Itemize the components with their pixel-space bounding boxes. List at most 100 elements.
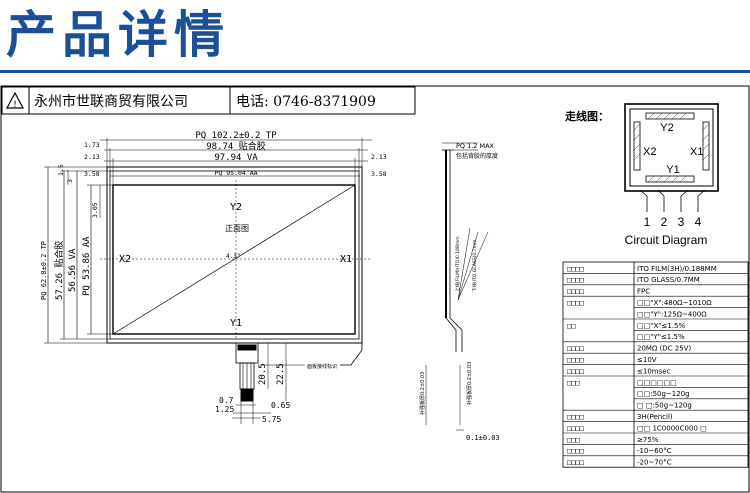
offset-left-3: 3.58 (84, 170, 100, 178)
tail-dim-22-5: 22.5 (276, 363, 286, 385)
diagonal-line (112, 184, 356, 335)
page-title: 产品详情 (6, 6, 230, 64)
spec-value: -10~60°C (637, 447, 672, 455)
tp-outline (106, 166, 363, 344)
spec-row: □□□□ ≤10msec (567, 367, 671, 375)
spec-row: □□"Y"≤1.5% (637, 333, 685, 341)
dim-glue-width: 98.74 贴合胶 (206, 140, 266, 152)
dim-tp-width: PQ 102.2±0.2 TP (195, 131, 277, 141)
spec-value: ≤10V (637, 356, 657, 364)
spec-row: □□□□ ITO GLASS/0.7MM (567, 276, 700, 284)
spec-value: □□ 1C0000C000 □ (637, 424, 707, 432)
side-pq-note: 包括背胶的厚度 (456, 152, 498, 160)
side-pq-max: PQ 1.2 MAX (456, 142, 495, 150)
circuit-outer-frame (624, 103, 719, 192)
spec-value: □□"Y":125Ω~400Ω (637, 310, 707, 318)
spec-value: 20MΩ (DC 25V) (637, 345, 691, 353)
spec-label: □□□□ (567, 447, 584, 455)
spec-row: □□□□ FPC (567, 288, 650, 296)
tail-dim-20-5: 20.5 (258, 363, 268, 385)
spec-row: □□"Y":125Ω~400Ω (637, 310, 707, 318)
spec-row: □□□□ ITO FILM(3H)/0.188MM (567, 265, 717, 273)
title-underline (0, 70, 750, 73)
aa-outline (112, 184, 356, 335)
spec-label: □□□ (567, 436, 580, 444)
front-view-label: 正面图 (225, 224, 249, 233)
dim-va-width: 97.94 VA (214, 153, 258, 163)
spec-row: □□□□-20~70°C (567, 459, 672, 467)
axis-y1-label: Y1 (230, 318, 242, 329)
spec-row: □□□□"X"≤1.5% (567, 322, 685, 330)
va-outline (109, 170, 360, 340)
circuit-title: 走线图： (564, 109, 609, 123)
spec-row: □□□□ 20MΩ (DC 25V) (567, 345, 691, 353)
spec-value: ITO GLASS/0.7MM (637, 276, 700, 284)
spec-label: □□□ (567, 379, 580, 387)
side-tail-thick-right: 补强板厚0.2±0.03 (466, 362, 473, 405)
fpc-pins (240, 388, 254, 402)
pin-4: 4 (695, 215, 702, 229)
spec-label: □□□□ (567, 299, 584, 307)
spec-value: □□"X"≤1.5% (637, 322, 685, 330)
circuit-diagram: 走线图： Y2 Y1 X2 X1 1 2 3 4 (564, 103, 719, 247)
spec-value: □□:50g~120g (637, 390, 690, 398)
svg-text:!: ! (13, 100, 17, 110)
spec-label: □□□□ (567, 367, 584, 375)
spec-row: □□□□ □□"X":480Ω~1010Ω (567, 299, 712, 307)
spec-value: ITO FILM(3H)/0.188MM (637, 265, 717, 273)
tail-note: 面板接线标识 (307, 363, 337, 370)
spec-row: □□□□ -10~60°C (567, 447, 672, 455)
spec-value: ≤10msec (637, 367, 671, 375)
side-view (425, 142, 489, 431)
spec-row: □□□□□□□□□ (567, 379, 677, 387)
circuit-y2: Y2 (660, 122, 673, 134)
sheet-border (0, 85, 750, 493)
spec-value: -20~70°C (637, 459, 672, 467)
side-bottom-dim: 0.1±0.03 (466, 434, 500, 442)
spec-label: □□□□ (567, 345, 584, 353)
axis-y2-label: Y2 (230, 202, 242, 213)
side-glass-label: 下线(ITO GLASS)0.7mm (471, 240, 478, 292)
spec-row: □□□□ ≤10V (567, 356, 657, 364)
circuit-x1: X1 (690, 146, 703, 158)
axis-x2-label: X2 (119, 254, 131, 265)
pin-1: 1 (644, 215, 651, 229)
spec-value: □□□□□□ (637, 379, 677, 387)
spec-label: □□□□ (567, 413, 584, 421)
company-name: 永州市世联商贸有限公司 (34, 93, 188, 110)
side-film-label: 上线(FILM)(ITO)0.188mm (454, 236, 461, 292)
tail-dim-5-75: 5.75 (262, 415, 281, 424)
phone-text: 电话: 0746-8371909 (236, 94, 376, 110)
circuit-diagram-label: Circuit Diagram (625, 233, 708, 247)
circuit-y1: Y1 (666, 164, 679, 176)
spec-row: □□□□□□ 1C0000C000 □ (567, 424, 707, 432)
offset-left-2: 2.13 (84, 153, 100, 161)
spec-label: □□□□ (567, 356, 584, 364)
tail-dim-0-7: 0.7 (219, 396, 234, 405)
pin-3: 3 (678, 215, 685, 229)
warning-icon (6, 91, 24, 109)
spec-value: □□"Y"≤1.5% (637, 333, 685, 341)
spec-row: □ □:50g~120g (637, 402, 692, 410)
spec-table: □□□□ ITO FILM(3H)/0.188MM □□□□ ITO GLASS/0.… (562, 261, 749, 468)
spec-label: □□□□ (567, 288, 584, 296)
dim-tp-height: PQ 62.8±0.2 TP (40, 241, 48, 300)
spec-value: □□"X":480Ω~1010Ω (637, 299, 712, 307)
spec-row: □□□□3H(Pencil) (567, 413, 673, 421)
pin-2: 2 (661, 215, 668, 229)
circuit-x2: X2 (643, 146, 656, 158)
top-small-2: 3 (66, 179, 74, 183)
dim-glue-height: 57.26 贴合胶 (53, 240, 65, 300)
header-box: ! 永州市世联商贸有限公司 电话: 0746-8371909 (1, 86, 416, 115)
dim-va-height: 56.56 VA (68, 248, 78, 292)
spec-row: □□□≥75% (567, 436, 659, 444)
spec-label: □□□□ (567, 276, 584, 284)
spec-value: FPC (637, 288, 650, 296)
offset-right-1: 2.13 (371, 153, 387, 161)
spec-label: □□□□ (567, 265, 584, 273)
side-tail-thick-left: 补强板厚0.2±0.03 (419, 372, 426, 415)
offset-left-1: 1.73 (84, 141, 100, 149)
front-view (44, 138, 372, 424)
spec-value: □ □:50g~120g (637, 402, 692, 410)
